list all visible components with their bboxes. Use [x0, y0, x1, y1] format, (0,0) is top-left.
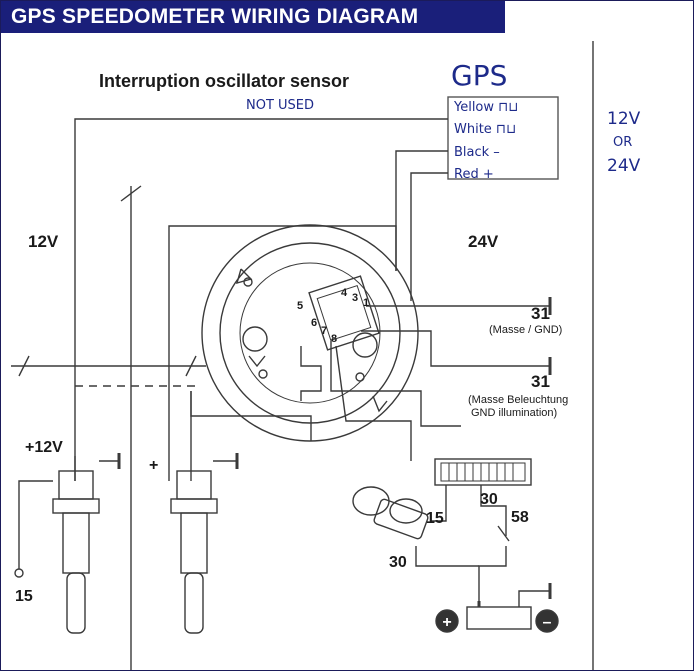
switch-blade	[497, 525, 510, 542]
pin-7: 7	[321, 325, 327, 337]
wire-key-30	[415, 546, 479, 567]
pin-1: 1	[363, 297, 369, 309]
wire-fuse-to-58	[480, 485, 507, 536]
gps-label: GPS	[451, 59, 507, 92]
gauge-face	[239, 262, 381, 404]
wire-left-sensor-signal	[74, 118, 448, 481]
page-title: GPS SPEEDOMETER WIRING DIAGRAM	[11, 5, 419, 28]
sensor1-plus-label: +12V	[25, 439, 63, 456]
gps-connector-box	[447, 96, 559, 180]
sensor2-head	[176, 470, 212, 500]
switch-15-label: 15	[426, 510, 444, 527]
gps-voltage-12v: 12V	[607, 109, 641, 129]
ignition-key-head-2	[389, 498, 423, 524]
sensor1-body	[62, 512, 90, 574]
wire-gnd-31b	[361, 330, 550, 367]
gauge-screw-2	[355, 372, 365, 382]
divider-tick-top	[120, 185, 142, 202]
wire-30-to-battery	[478, 546, 507, 601]
sensor2-body	[180, 512, 208, 574]
switch-30-bottom-label: 30	[389, 554, 407, 571]
battery-minus-symbol	[535, 609, 559, 633]
gps-wire-red: Red +	[454, 167, 494, 182]
sensor1-probe	[66, 572, 86, 634]
battery-minus-text: –	[543, 614, 552, 631]
terminal-15-left	[14, 568, 24, 578]
gauge-notch-2	[372, 395, 388, 413]
ground-31-a: 31	[531, 304, 550, 323]
cut-tick-right	[185, 355, 197, 377]
pin-5: 5	[297, 300, 303, 312]
sensor2-plus-label: +	[149, 457, 158, 474]
wire-ign	[335, 345, 412, 461]
sensor1-nut	[52, 498, 100, 514]
battery	[466, 606, 532, 630]
ground-31-b-note-1: (Masse Beleuchtung	[468, 394, 568, 406]
wire-gps-red	[410, 172, 448, 301]
cut-tick-left	[18, 355, 30, 377]
gauge-outer-ring	[201, 224, 419, 442]
wire-gauge-to-block	[330, 341, 461, 427]
pin-8: 8	[331, 333, 337, 345]
gps-voltage-or: OR	[613, 135, 632, 150]
gauge-screw-3	[258, 369, 268, 379]
sensor2-probe	[184, 572, 204, 634]
wire-gps-black	[395, 150, 448, 271]
gauge-notch-1	[235, 268, 253, 285]
battery-plus-text: +	[442, 614, 451, 631]
ignition-key-head	[352, 486, 390, 516]
wire-gauge-internal	[300, 346, 322, 401]
gauge-notch-3	[248, 355, 266, 368]
gps-wire-white: White ⊓⊔	[454, 122, 516, 137]
ground-31-a-note: (Masse / GND)	[489, 324, 562, 336]
sensor-heading: Interruption oscillator sensor	[99, 71, 349, 91]
ground-31-b-note-2: GND illumination)	[471, 407, 557, 419]
title-bar: GPS SPEEDOMETER WIRING DIAGRAM	[1, 1, 505, 33]
battery-plus-symbol	[435, 609, 459, 633]
gps-wire-yellow: Yellow ⊓⊔	[453, 100, 518, 115]
voltage-24v-label: 24V	[468, 232, 499, 251]
gauge-inner-ring	[219, 242, 401, 424]
gauge-mount-left	[242, 326, 268, 352]
pin-3: 3	[352, 292, 358, 304]
gps-wire-black: Black –	[454, 145, 500, 160]
fuse-block	[434, 458, 532, 486]
pin-6: 6	[311, 317, 317, 329]
pin-4: 4	[341, 287, 348, 299]
gauge-connector-inner	[316, 284, 372, 342]
sensor1-wire-15	[18, 480, 53, 569]
switch-30-top-label: 30	[480, 491, 498, 508]
wire-right-sensor-signal	[168, 225, 397, 481]
terminal-15-left-label: 15	[15, 588, 33, 605]
switch-58-label: 58	[511, 509, 529, 526]
sensor1-head	[58, 470, 94, 500]
gauge-connector	[308, 275, 380, 351]
wire-fuse-to-15	[431, 485, 447, 522]
battery-ground-wire	[518, 590, 550, 607]
gps-voltage-24v: 24V	[607, 156, 641, 176]
not-used-note: NOT USED	[246, 98, 314, 113]
ignition-lock	[373, 498, 429, 540]
gauge-screw-1	[243, 277, 253, 287]
fuse-block-inner	[440, 462, 526, 482]
wire-sensor-to-gauge	[190, 391, 312, 441]
gauge-mount-right	[352, 332, 378, 358]
voltage-12v-label: 12V	[28, 232, 59, 251]
ground-31-b: 31	[531, 372, 550, 391]
sensor2-nut	[170, 498, 218, 514]
